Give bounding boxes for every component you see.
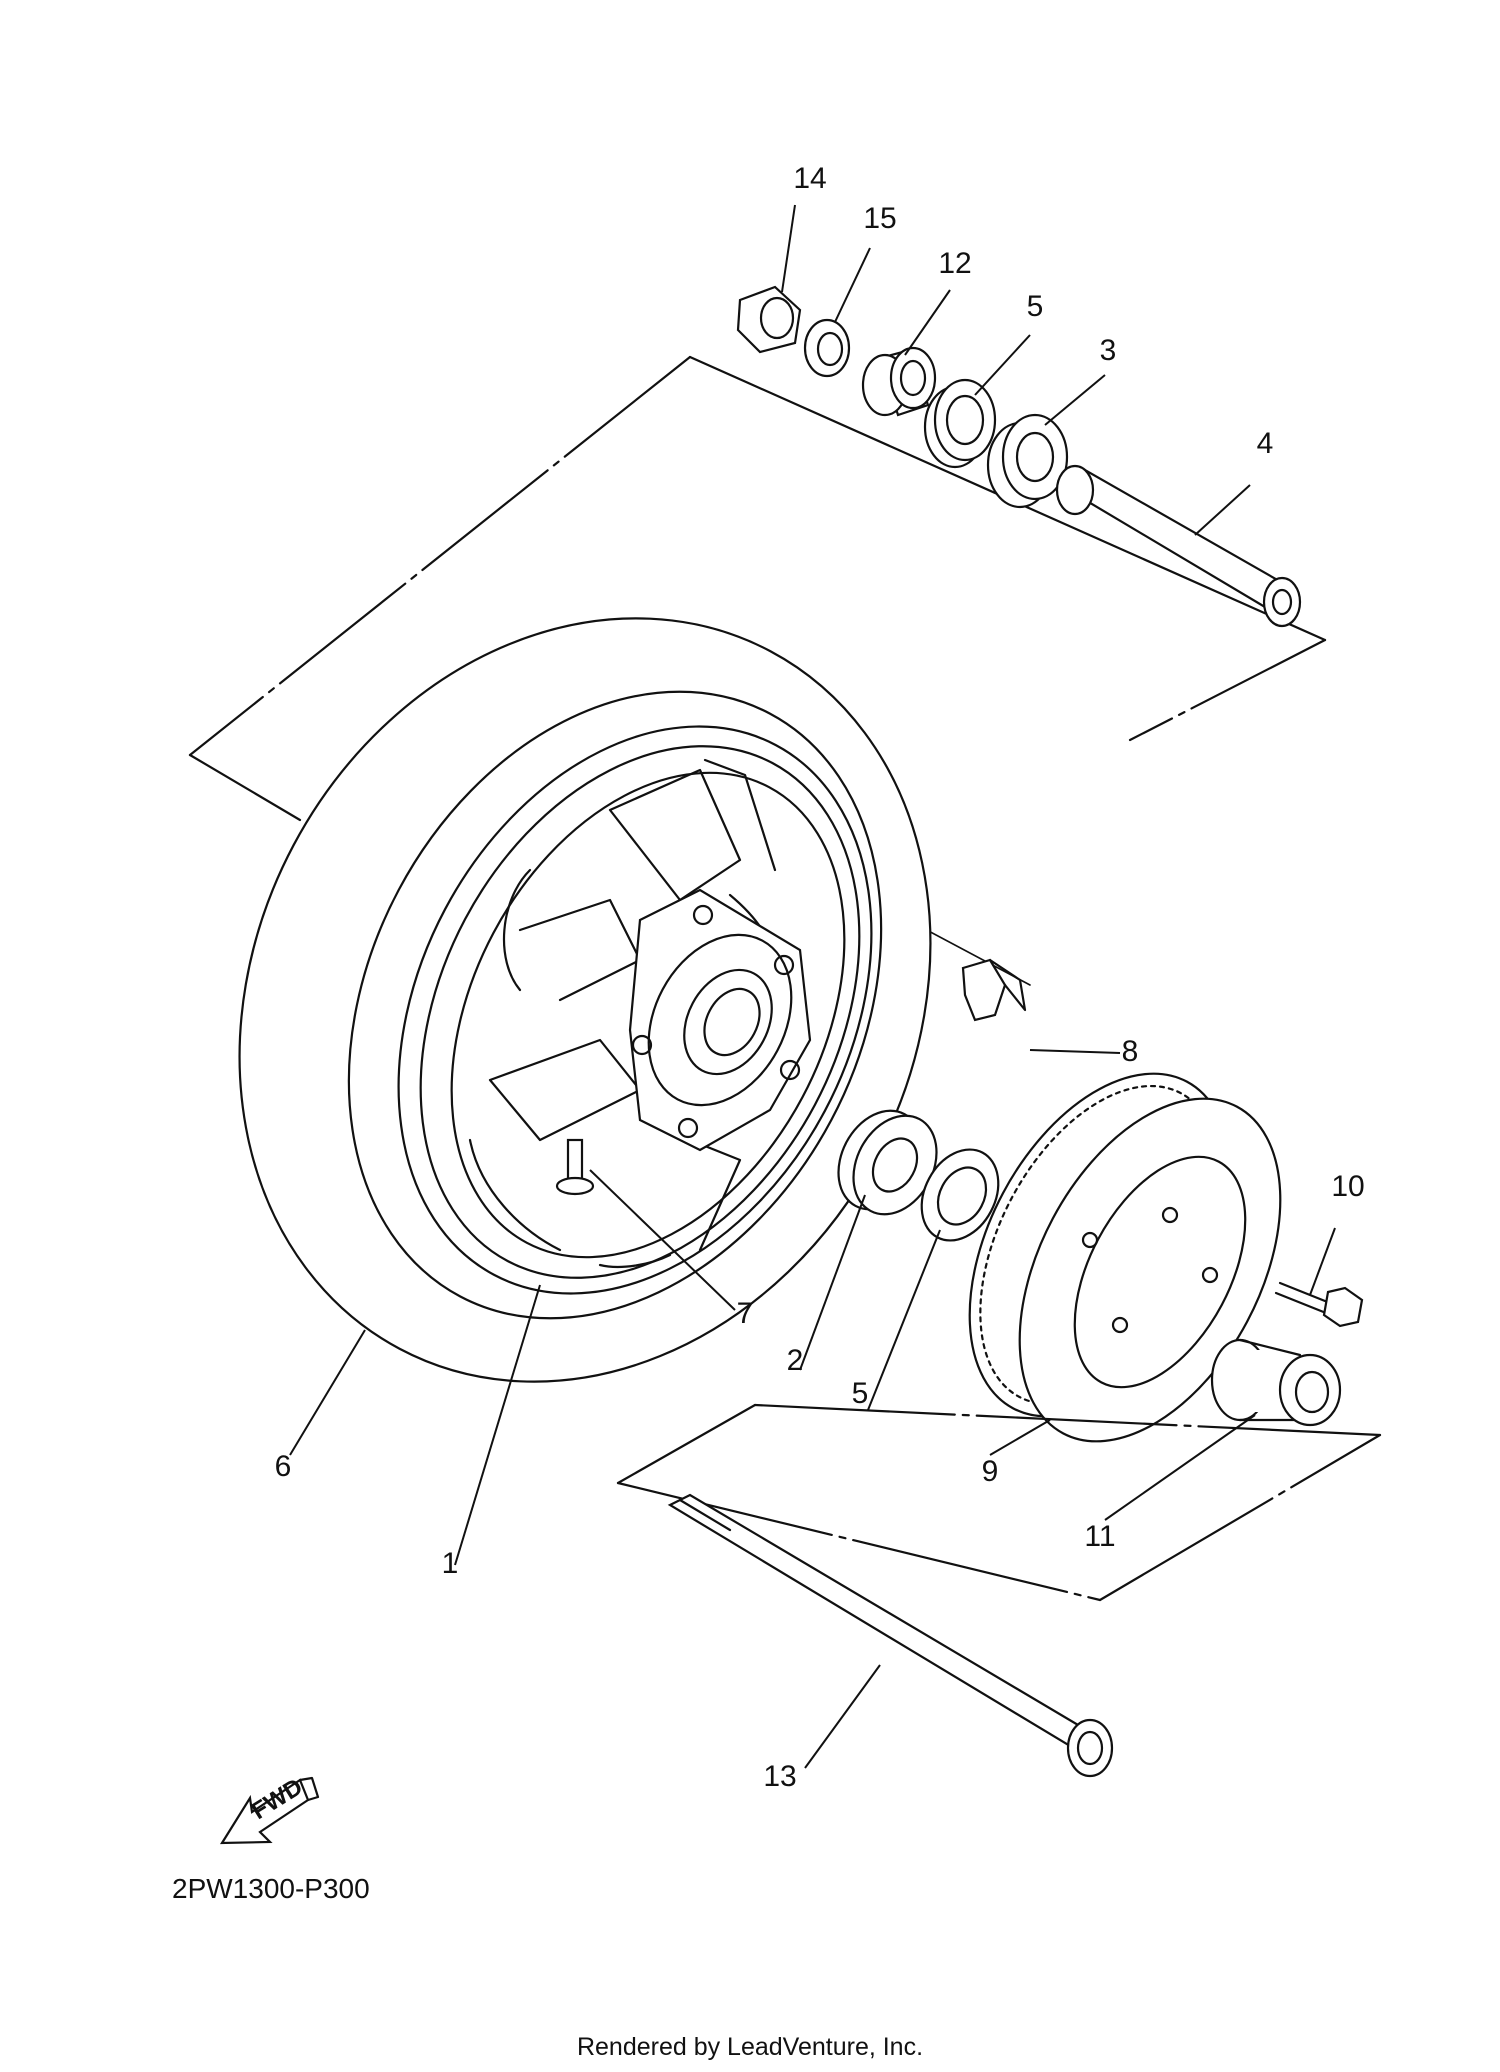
oil-seal-5-lower: [920, 1148, 1000, 1242]
collar: [1210, 1338, 1342, 1427]
washer: [803, 318, 851, 378]
callout-4: 4: [1257, 427, 1274, 460]
axle: [667, 1493, 1114, 1778]
lower-reference-plane: [616, 1403, 1382, 1602]
render-credit: Rendered by LeadVenture, Inc.: [577, 2033, 923, 2061]
leader-lines: [289, 204, 1336, 1769]
spacer-4: [1055, 464, 1302, 628]
callout-labels: 14 15 12 5 3 4 8 10 7 2 5 9 11 6 1 13: [275, 162, 1365, 1793]
callout-10: 10: [1331, 1170, 1364, 1203]
callout-5-lower: 5: [852, 1377, 869, 1410]
pulley: [968, 1072, 1282, 1443]
wheel-hub: [628, 888, 812, 1152]
callout-3: 3: [1100, 334, 1117, 367]
callout-14: 14: [793, 162, 826, 195]
spacer-12: [861, 346, 937, 417]
callout-9: 9: [982, 1455, 999, 1488]
callout-5-upper: 5: [1027, 290, 1044, 323]
balance-weight: [961, 958, 1027, 1022]
callout-12: 12: [938, 247, 971, 280]
callout-2: 2: [787, 1344, 804, 1377]
callout-8: 8: [1122, 1035, 1139, 1068]
diagram-code: 2PW1300-P300: [172, 1873, 370, 1904]
tire: [238, 617, 932, 1383]
oil-seal-5-upper: [923, 378, 997, 469]
bearing-3: [986, 413, 1069, 509]
fwd-arrow-icon: FWD: [219, 1773, 320, 1845]
callout-13: 13: [763, 1760, 796, 1793]
callout-1: 1: [442, 1547, 459, 1580]
callout-11: 11: [1084, 1520, 1115, 1553]
callout-7: 7: [737, 1297, 754, 1330]
bearing-2: [837, 1109, 938, 1216]
bolt: [1274, 1281, 1364, 1328]
valve-stem: [555, 1138, 595, 1196]
callout-15: 15: [863, 202, 896, 235]
callout-6: 6: [275, 1450, 292, 1483]
axle-nut: [736, 285, 802, 354]
